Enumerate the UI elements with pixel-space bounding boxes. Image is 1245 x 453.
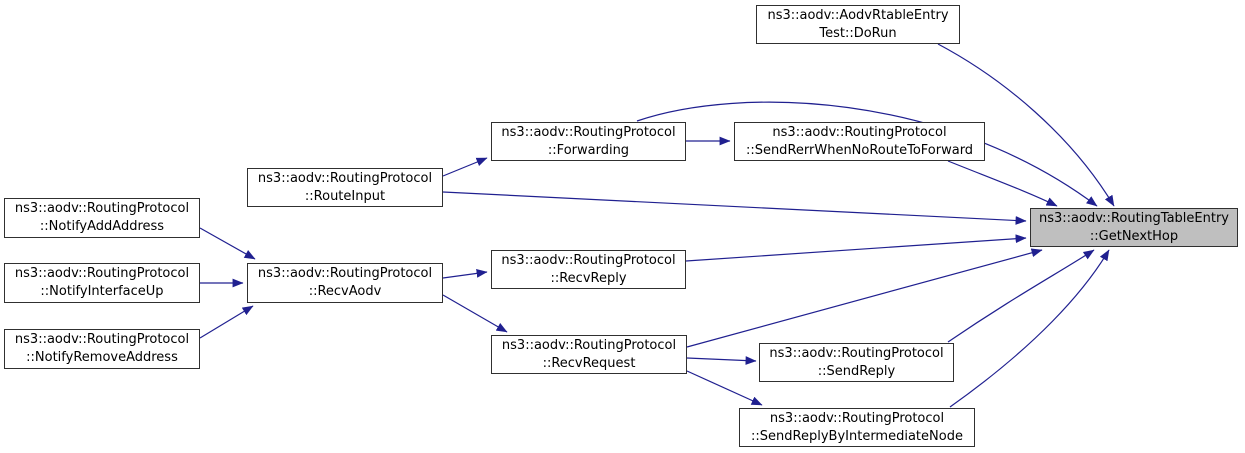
node-recv-request[interactable]: ns3::aodv::RoutingProtocol::RecvRequest bbox=[491, 335, 687, 374]
edge-recv-aodv-to-recv-reply bbox=[442, 269, 488, 279]
node-label-line1: ns3::aodv::RoutingProtocol bbox=[501, 252, 676, 268]
node-label-line1: ns3::aodv::RoutingProtocol bbox=[769, 345, 944, 361]
node-send-rerr-when-no-route-to-forward[interactable]: ns3::aodv::RoutingProtocol::SendRerrWhen… bbox=[734, 122, 985, 161]
node-label-line2: ::RecvReply bbox=[550, 270, 627, 286]
edge-aodv-rtable-entry-test-do-run-to-get-next-hop bbox=[937, 43, 1115, 207]
node-send-reply[interactable]: ns3::aodv::RoutingProtocol::SendReply bbox=[759, 343, 954, 382]
node-label-line2: ::NotifyAddAddress bbox=[39, 219, 165, 234]
edge-notify-add-address-to-recv-aodv bbox=[199, 227, 256, 260]
edge-route-input-to-forwarding bbox=[442, 157, 488, 177]
edge-recv-request-to-send-reply bbox=[686, 356, 757, 365]
node-label-line2: ::NotifyInterfaceUp bbox=[40, 284, 164, 299]
edge-recv-request-to-send-reply-by-intermediate-node bbox=[686, 370, 763, 406]
node-label-line2: ::RouteInput bbox=[304, 188, 386, 204]
node-label-line1: ns3::aodv::RoutingProtocol bbox=[14, 266, 190, 281]
node-label-line1: ns3::aodv::RoutingProtocol bbox=[14, 201, 190, 216]
node-label-line1: ns3::aodv::RoutingProtocol bbox=[501, 124, 676, 140]
node-recv-aodv[interactable]: ns3::aodv::RoutingProtocol::RecvAodv bbox=[247, 263, 443, 303]
node-notify-interface-up[interactable]: ns3::aodv::RoutingProtocol::NotifyInterf… bbox=[4, 263, 200, 303]
node-label-line2: ::RecvRequest bbox=[542, 355, 636, 371]
node-label-line1: ns3::aodv::RoutingProtocol bbox=[257, 266, 433, 281]
edge-notify-remove-address-to-recv-aodv bbox=[199, 305, 254, 339]
node-label-line1: ns3::aodv::AodvRtableEntry bbox=[767, 7, 949, 23]
node-forwarding[interactable]: ns3::aodv::RoutingProtocol::Forwarding bbox=[491, 122, 686, 161]
edge-send-reply-to-get-next-hop bbox=[947, 249, 1095, 343]
edge-recv-reply-to-get-next-hop bbox=[685, 234, 1027, 262]
node-label-line2: ::SendRerrWhenNoRouteToForward bbox=[745, 142, 974, 158]
edge-route-input-to-get-next-hop bbox=[442, 191, 1027, 225]
node-recv-reply[interactable]: ns3::aodv::RoutingProtocol::RecvReply bbox=[491, 250, 686, 289]
node-label-line1: ns3::aodv::RoutingProtocol bbox=[14, 332, 190, 347]
node-label-line2: ::SendReply bbox=[817, 363, 896, 379]
node-label-line2: ::SendReplyByIntermediateNode bbox=[751, 428, 963, 444]
node-notify-add-address[interactable]: ns3::aodv::RoutingProtocol::NotifyAddAdd… bbox=[4, 198, 200, 238]
edge-recv-aodv-to-recv-request bbox=[442, 294, 508, 333]
node-label-line2: ::RecvAodv bbox=[308, 284, 382, 299]
edge-send-rerr-when-no-route-to-forward-to-get-next-hop bbox=[947, 160, 1058, 207]
node-label-line1: ns3::aodv::RoutingProtocol bbox=[501, 337, 677, 353]
node-get-next-hop: ns3::aodv::RoutingTableEntry::GetNextHop bbox=[1030, 208, 1238, 247]
node-notify-remove-address[interactable]: ns3::aodv::RoutingProtocol::NotifyRemove… bbox=[4, 329, 200, 369]
node-send-reply-by-intermediate-node[interactable]: ns3::aodv::RoutingProtocol::SendReplyByI… bbox=[739, 408, 975, 447]
node-route-input[interactable]: ns3::aodv::RoutingProtocol::RouteInput bbox=[247, 168, 443, 207]
edge-forwarding-to-get-next-hop bbox=[636, 101, 1098, 207]
edge-send-reply-by-intermediate-node-to-get-next-hop bbox=[949, 249, 1110, 408]
node-label-line2: ::GetNextHop bbox=[1089, 228, 1179, 244]
node-label-line1: ns3::aodv::RoutingTableEntry bbox=[1038, 210, 1229, 226]
node-label-line2: ::NotifyRemoveAddress bbox=[26, 350, 178, 365]
node-label-line2: ::Forwarding bbox=[547, 142, 630, 158]
node-label-line1: ns3::aodv::RoutingProtocol bbox=[772, 124, 947, 140]
node-label-line1: ns3::aodv::RoutingProtocol bbox=[769, 410, 945, 426]
node-label-line1: ns3::aodv::RoutingProtocol bbox=[257, 170, 433, 186]
node-label-line2: Test::DoRun bbox=[819, 25, 897, 41]
edge-recv-request-to-get-next-hop bbox=[686, 248, 1043, 348]
